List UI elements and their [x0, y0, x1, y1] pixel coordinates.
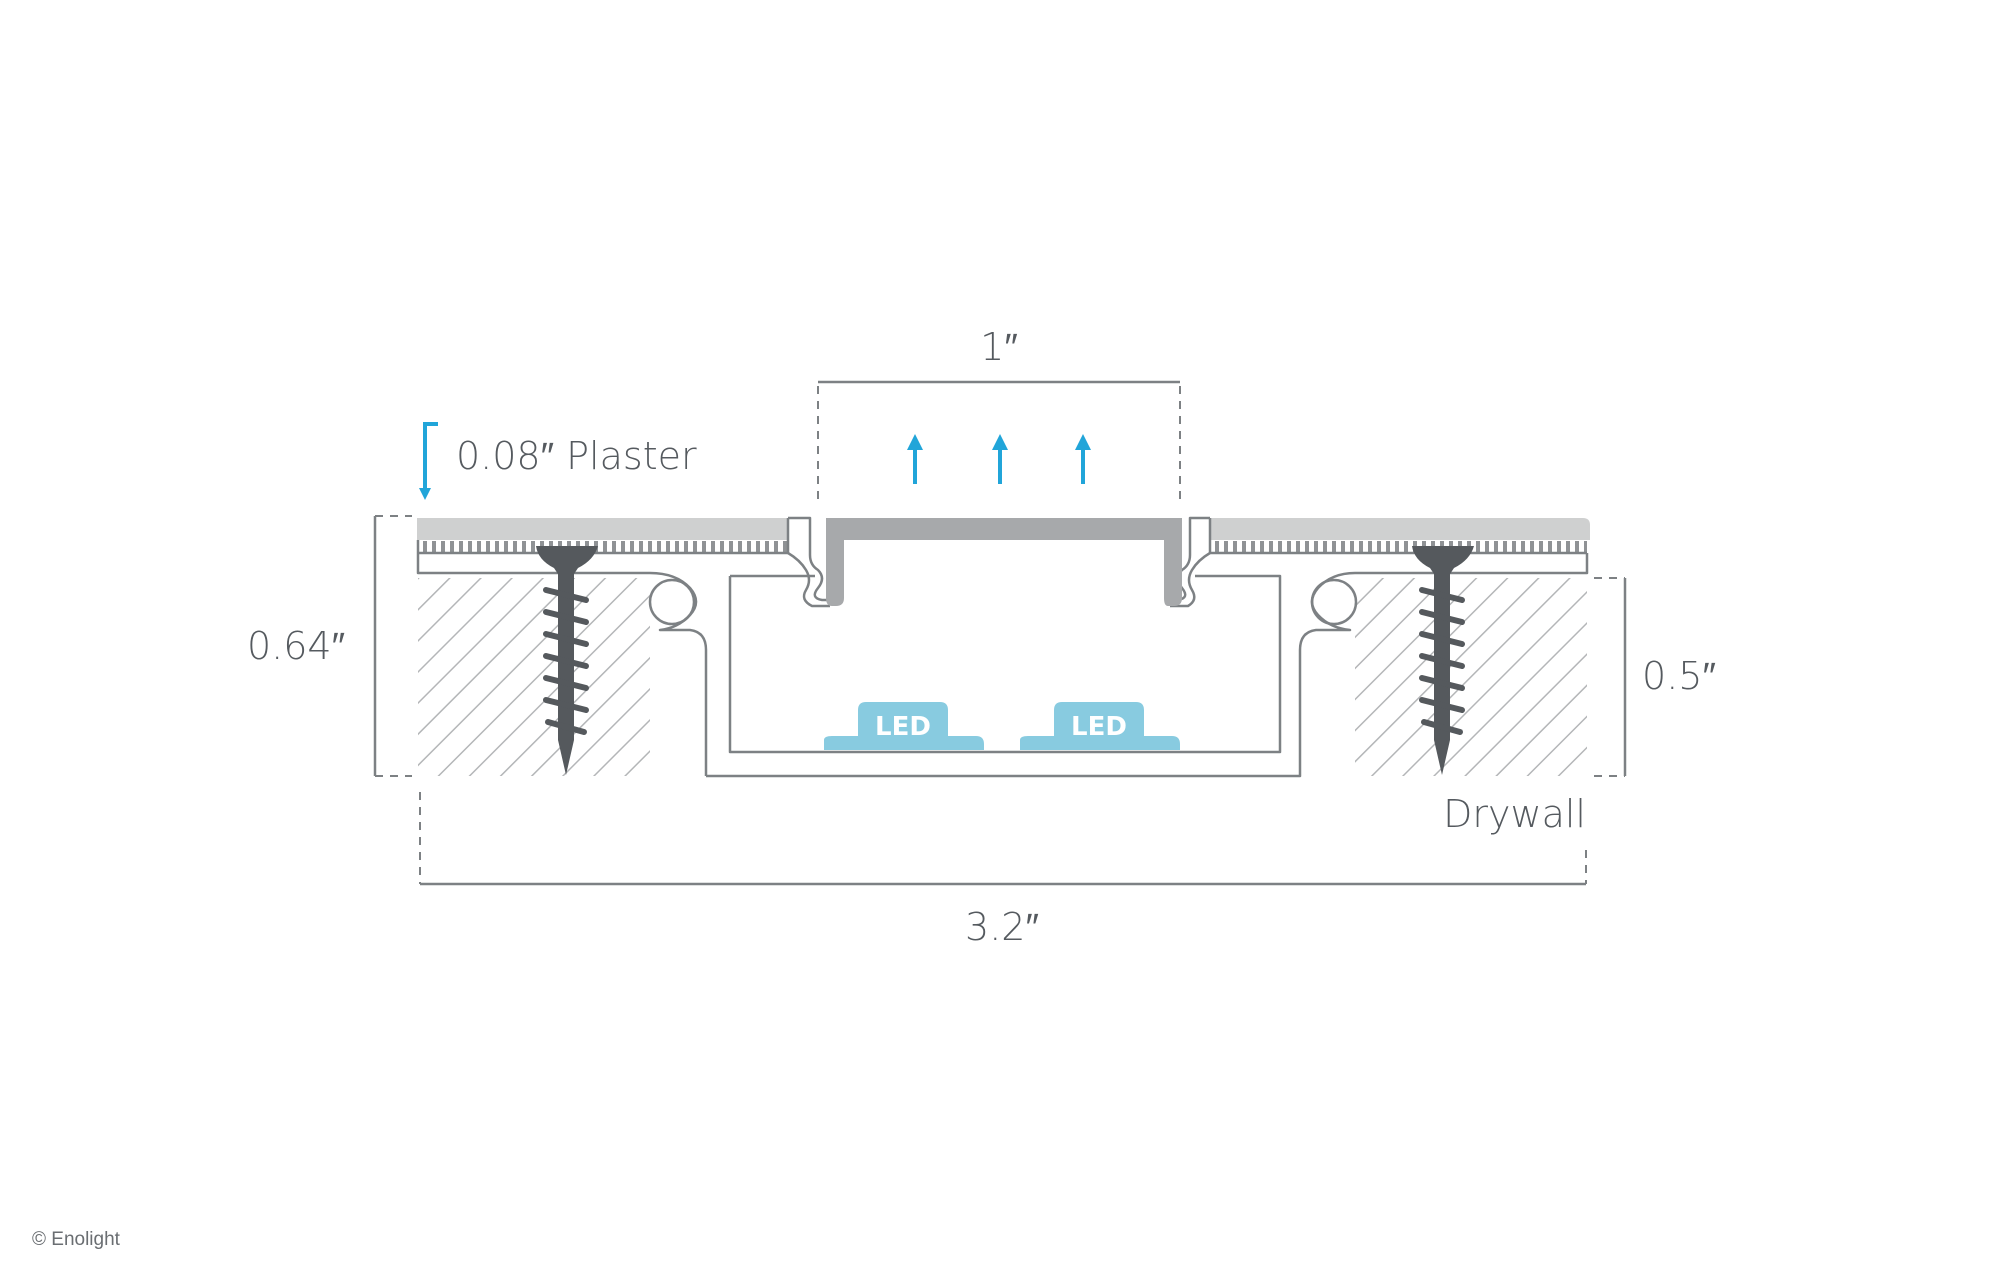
drywall-height-label: 0.5″ [1642, 654, 1716, 698]
drywall-label: Drywall [1443, 792, 1586, 836]
plaster-thickness-label: 0.08″ Plaster [456, 434, 697, 478]
total-height-label: 0.64″ [247, 624, 345, 668]
arrow-up-icon [907, 434, 923, 484]
plaster-key-teeth-right [1210, 541, 1587, 553]
led-label: LED [1071, 712, 1127, 742]
drywall-screw-icon [1412, 546, 1474, 775]
drywall-screw-icon [536, 546, 598, 775]
plaster-key-teeth-left [418, 541, 788, 553]
arrow-up-icon [992, 434, 1008, 484]
led-label: LED [875, 712, 931, 742]
corner-arrow-down-icon [419, 422, 438, 500]
dimension-lines [373, 380, 1627, 886]
copyright-credit: © Enolight [32, 1229, 121, 1250]
led-chip-left: LED [824, 702, 984, 750]
plaster-right [1210, 518, 1590, 540]
led-chip-right: LED [1020, 702, 1180, 750]
drywall-right [1355, 578, 1587, 776]
top-width-label: 1″ [980, 325, 1018, 369]
total-width-label: 3.2″ [965, 905, 1039, 949]
plaster-left [418, 518, 788, 540]
arrow-up-icon [1075, 434, 1091, 484]
drywall-left [418, 578, 650, 776]
diffuser-cover [826, 518, 1182, 606]
